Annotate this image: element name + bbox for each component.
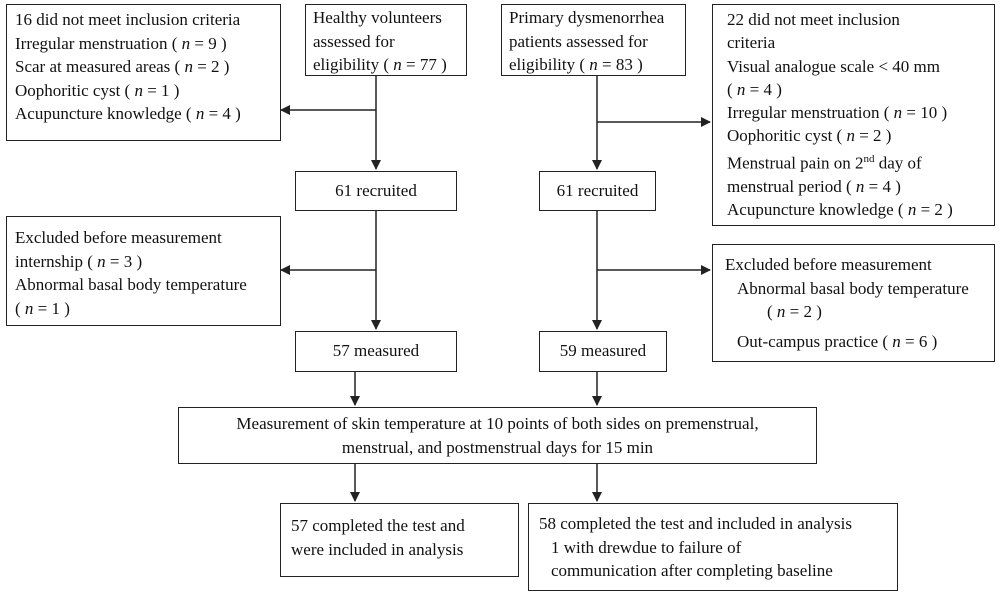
left-completed-line: were included in analysis: [291, 539, 464, 559]
right-exclusion-box: 22 did not meet inclusion criteria Visua…: [712, 4, 995, 226]
measurement-line: Measurement of skin temperature at 10 po…: [236, 414, 759, 433]
measurement-line: menstrual, and postmenstrual days for 15…: [341, 437, 654, 457]
healthy-line: Healthy volunteers: [313, 8, 442, 27]
left-recruited-label: 61 recruited: [335, 181, 417, 200]
left-excl-line: Acupuncture knowledge ( n = 4 ): [15, 104, 241, 123]
left-excl-line: Oophoritic cyst ( n = 1 ): [15, 80, 180, 100]
right-measured-label: 59 measured: [559, 341, 647, 360]
left-excluded-box: Excluded before measurement internship (…: [6, 216, 281, 326]
right-excl-line: Visual analogue scale < 40 mm: [727, 56, 940, 76]
left-measured-label: 57 measured: [332, 341, 420, 360]
right-measured-box: 59 measured: [539, 331, 667, 372]
measurement-box: Measurement of skin temperature at 10 po…: [178, 407, 817, 464]
left-excl-line: Scar at measured areas ( n = 2 ): [15, 57, 230, 76]
healthy-line: assessed for: [313, 31, 395, 51]
pd-line: Primary dysmenorrhea: [509, 8, 665, 27]
pd-line: patients assessed for: [509, 31, 648, 51]
right-mid-line: Abnormal basal body temperature: [737, 278, 969, 298]
left-mid-line: internship ( n = 3 ): [15, 251, 143, 271]
left-excl-line: 16 did not meet inclusion criteria: [15, 10, 241, 29]
left-completed-line: 57 completed the test and: [291, 516, 465, 535]
right-completed-line: 1 with drewdue to failure of: [551, 537, 742, 557]
right-excl-line: Irregular menstruation ( n = 10 ): [727, 103, 948, 123]
pd-line: eligibility ( n = 83 ): [509, 55, 643, 74]
right-completed-line: 58 completed the test and included in an…: [539, 514, 853, 533]
right-completed-line: communication after completing baseline: [551, 561, 833, 580]
right-mid-line: ( n = 2 ): [767, 302, 822, 321]
right-excl-line: criteria: [727, 33, 776, 53]
left-mid-line: Abnormal basal body temperature: [15, 275, 247, 294]
right-completed-box: 58 completed the test and included in an…: [528, 503, 898, 591]
right-excl-line: Oophoritic cyst ( n = 2 ): [727, 126, 892, 146]
left-recruited-box: 61 recruited: [295, 171, 457, 211]
right-recruited-box: 61 recruited: [539, 171, 656, 211]
left-measured-box: 57 measured: [295, 331, 457, 372]
left-mid-line: Excluded before measurement: [15, 228, 222, 247]
right-excluded-box: Excluded before measurement Abnormal bas…: [712, 244, 995, 362]
right-excl-line: menstrual period ( n = 4 ): [727, 176, 901, 196]
healthy-assessed-box: Healthy volunteers assessed for eligibil…: [305, 4, 467, 76]
right-excl-line: ( n = 4 ): [727, 79, 782, 99]
right-excl-line: Acupuncture knowledge ( n = 2 ): [727, 200, 953, 220]
left-excl-line: Irregular menstruation ( n = 9 ): [15, 33, 227, 53]
right-excl-line: 22 did not meet inclusion: [727, 10, 900, 29]
left-exclusion-box: 16 did not meet inclusion criteria Irreg…: [6, 4, 281, 141]
left-completed-box: 57 completed the test and were included …: [280, 503, 519, 577]
healthy-line: eligibility ( n = 77 ): [313, 55, 447, 74]
right-recruited-label: 61 recruited: [556, 181, 639, 200]
pd-assessed-box: Primary dysmenorrhea patients assessed f…: [501, 4, 686, 76]
left-mid-line: ( n = 1 ): [15, 298, 70, 318]
right-excl-line: Menstrual pain on 2nd day of: [727, 152, 922, 173]
right-mid-line: Out-campus practice ( n = 6 ): [737, 331, 938, 351]
right-mid-line: Excluded before measurement: [725, 255, 932, 274]
